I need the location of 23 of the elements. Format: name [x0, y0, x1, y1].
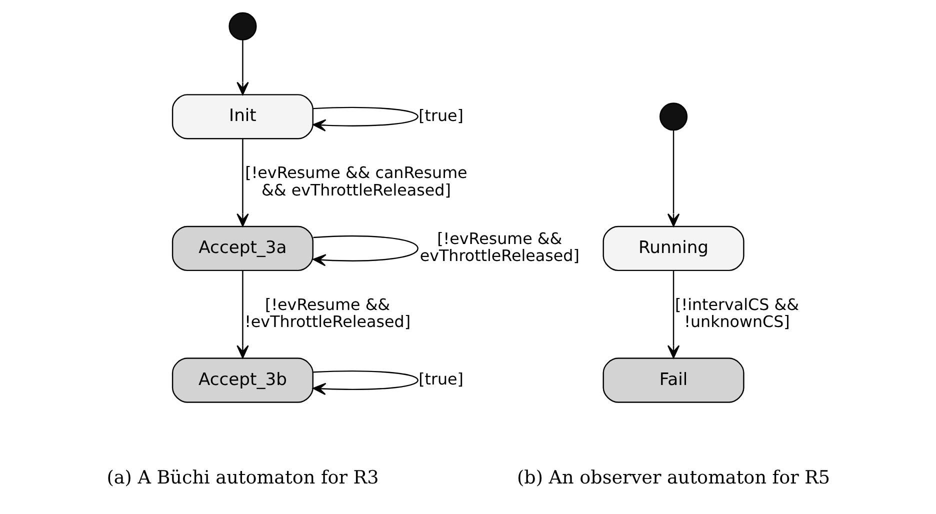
edge-label: [!evResume && canResume && evThrottleReleased]	[244, 163, 467, 200]
node-box: Fail	[602, 358, 744, 403]
arrow	[312, 236, 418, 266]
node-box: Init	[171, 94, 313, 140]
node-box: Accept_3b	[171, 358, 313, 403]
edge-label: [true]	[418, 106, 464, 125]
arrow	[312, 370, 418, 395]
edge-label: [!evResume && !evThrottleReleased]	[244, 294, 410, 332]
node-circle	[228, 12, 256, 40]
edge-label: [!evResume && evThrottleReleased]	[419, 229, 579, 266]
node-box: Running	[602, 226, 744, 272]
arrow	[236, 270, 248, 358]
label: (b) An observer automaton for R5	[516, 467, 830, 488]
arrow	[666, 130, 680, 227]
node-box: Accept_3a	[171, 226, 313, 272]
arrow	[312, 106, 418, 132]
arrow	[666, 270, 680, 358]
label: (a) A Büchi automaton for R3	[106, 467, 378, 488]
edge-label: [true]	[418, 369, 464, 388]
node-circle	[659, 102, 688, 131]
edge-label: [!intervalCS && !unknownCS]	[674, 294, 798, 332]
arrow	[236, 40, 248, 96]
arrow	[236, 138, 248, 227]
